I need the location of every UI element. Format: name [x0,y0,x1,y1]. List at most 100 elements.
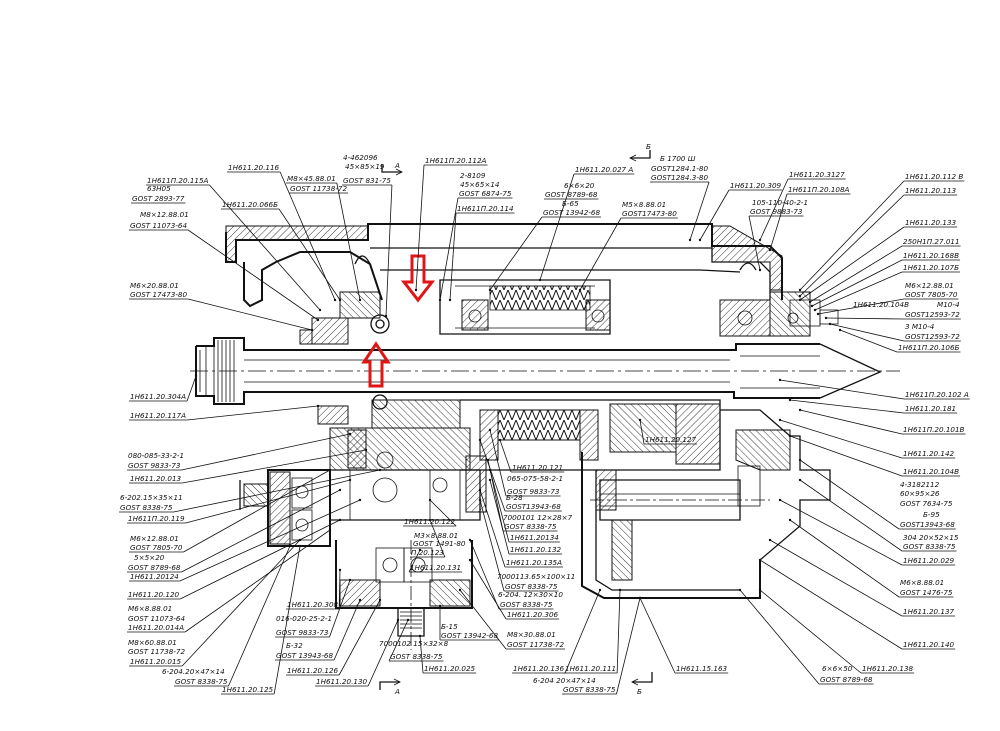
leader-dot [418,548,422,552]
part-label: GOST 1476-75 [900,588,953,597]
part-label: GOST1284.1-80 [651,164,708,173]
leader-dot [364,448,368,452]
part-label: М3×8.88.01 [414,531,458,540]
leader-line [186,375,197,402]
part-label: 1Н611.20.107Б [903,263,959,272]
part-label: М5×8.88.01 [622,200,666,209]
leader-dot [310,328,314,332]
part-label: 1Н611.20.168В [903,251,959,260]
leader-line [799,194,905,297]
leader-line [367,619,399,687]
leader-line [639,419,645,445]
part-label: GOST 1491-80 [413,539,466,548]
part-label: 065-075-58-2-1 [507,474,563,483]
part-label: Б-32 [286,641,303,650]
section-mark-bottom-b: Б [637,687,642,696]
leader-dot [333,298,337,302]
leader-line [799,479,903,552]
leader-dot [406,618,410,622]
leader-line [228,545,291,687]
part-label: Б-65 [562,199,579,208]
part-label: GOST 13942-68 [441,631,498,640]
part-label: 1Н611П.20.102 А [905,390,969,399]
part-label: 1Н611.20.025 [424,664,476,673]
leader-dot [358,298,362,302]
leader-line [183,469,331,553]
part-label: 1Н611.20134 [510,533,559,542]
part-label: GOST17473-80 [622,209,677,218]
leader-dot [738,588,742,592]
part-label: 6-204.20×47×14 [162,667,225,676]
leader-dot [808,300,812,304]
leader-dot [498,438,502,442]
leader-dot [788,434,792,438]
leader-dot [638,596,642,600]
leader-line [187,298,313,331]
leader-dot [768,248,772,252]
leader-line [809,245,903,303]
part-label: GOST13943-68 [506,502,561,511]
part-label: 1Н611.20.113 [905,186,957,195]
leader-line [181,489,341,573]
part-label: 1Н611.20.135А [506,558,562,567]
leader-dot [598,588,602,592]
leader-line [209,184,321,311]
part-label: 6×6×20 [564,181,595,190]
part-label: 1Н611.20.120 [128,590,180,599]
part-label: GOST 8789-68 [545,190,598,199]
leader-dot [316,318,320,322]
leader-dot [348,478,352,482]
leader-line [769,539,903,617]
part-label: 1Н611.20.111 [565,664,616,673]
part-label: GOST 11738-72 [290,184,347,193]
leader-dot [328,528,332,532]
leader-dot [438,298,442,302]
leader-dot [778,498,782,502]
leader-line [338,569,341,610]
leader-dot [358,598,362,602]
part-label: GOST 831-75 [343,176,391,185]
part-label: GOST 8338-75 [903,542,956,551]
part-label: 1Н611.20.122 [404,517,456,526]
part-label: GOST 8338-75 [120,503,173,512]
leader-line [479,439,506,512]
part-label: GOST 8338-75 [390,652,443,661]
leader-line [469,559,507,620]
leader-line [419,635,424,674]
part-label: 3 М10-4 [905,322,935,331]
leader-dot [348,432,352,436]
part-label: М6×8.88.01 [128,604,172,613]
part-label: GOST 9833-73 [128,461,181,470]
leader-dot [428,498,432,502]
leader-line [779,499,903,566]
part-label: 304 20×52×15 [903,533,959,542]
part-label: 1Н611.20.306 [507,610,559,619]
part-label: М6×20.88.01 [130,281,179,290]
leader-line [181,433,351,471]
leader-line [408,549,421,573]
part-label: 016-020-25-2-1 [276,614,332,623]
part-label: 63Н05 [147,184,171,193]
leader-dot [488,478,492,482]
part-label: 4-3182112 [900,480,940,489]
leader-dot [414,288,418,292]
leader-dot [828,322,832,326]
section-mark-top-b: Б [646,142,651,151]
leader-dot [338,488,342,492]
part-label: 6×6×50 [822,664,853,673]
part-label: М6×12.88.01 [905,281,954,290]
part-label: М8×45.88.01 [287,174,336,183]
leader-dot [438,604,442,608]
leader-dot [758,238,762,242]
leader-line [336,182,361,301]
part-label: 1Н611П.20.101В [903,425,965,434]
part-label: 1Н611.20.181 [905,404,956,413]
leader-line [829,323,905,342]
leader-dot [768,538,772,542]
leader-dot [298,538,302,542]
leader-line [499,439,512,473]
part-label: 6-202.15×35×11 [120,493,183,502]
leader-line [388,619,409,662]
part-label: GOST 2893-77 [132,194,185,203]
leader-lines [119,164,970,695]
